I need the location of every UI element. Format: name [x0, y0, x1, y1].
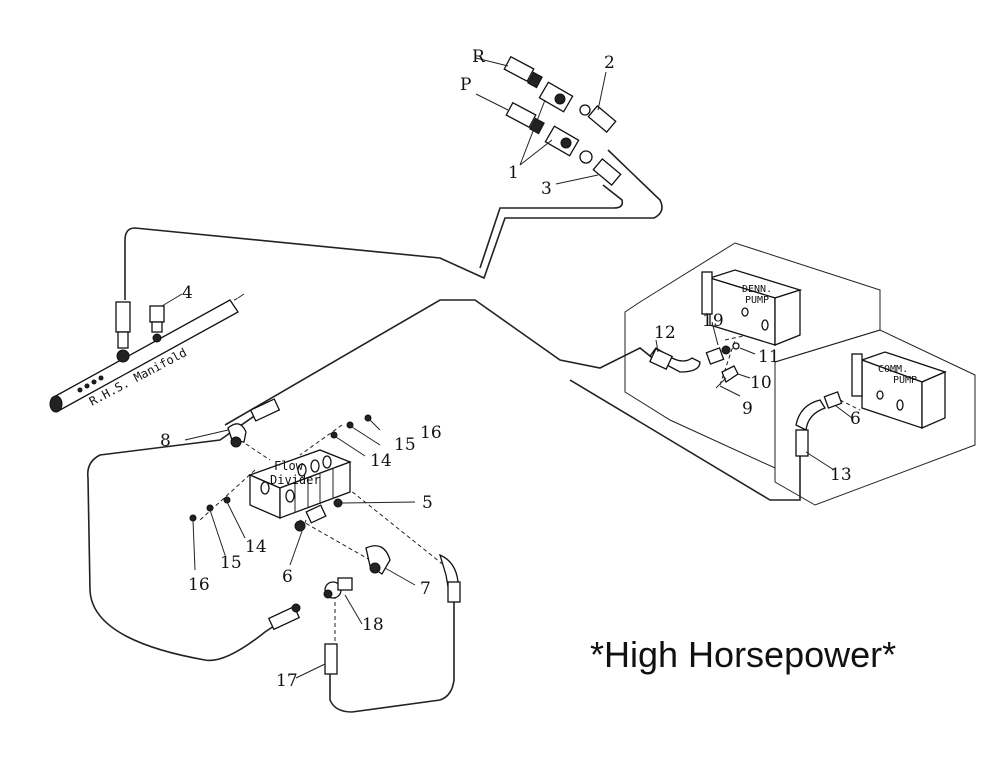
comm-pump-label-1: COMM. — [878, 364, 908, 375]
flow-divider-fittings — [184, 398, 461, 679]
rhs-manifold — [49, 293, 245, 413]
hose-end-2 — [579, 104, 617, 133]
elbow-7 — [365, 545, 391, 575]
callout-18: 18 — [362, 615, 384, 635]
callout-r: R — [472, 47, 486, 67]
callout-2: 2 — [604, 53, 615, 73]
elbow-8 — [227, 423, 247, 448]
callout-17: 17 — [276, 671, 298, 691]
hose-end-bottom-left — [267, 603, 301, 631]
callout-14-bottom: 14 — [245, 537, 267, 557]
manifold-fitting — [115, 301, 131, 363]
fitting-19 — [705, 345, 731, 365]
elbow-13 — [795, 399, 826, 457]
callout-3: 3 — [541, 179, 552, 199]
hose-lines — [86, 149, 801, 713]
callout-6-flow: 6 — [282, 567, 293, 587]
callout-14-top: 14 — [370, 451, 392, 471]
callout-4: 4 — [182, 283, 193, 303]
callout-8: 8 — [160, 431, 171, 451]
callout-16-bottom: 16 — [188, 575, 210, 595]
flow-divider — [248, 449, 352, 519]
callout-1: 1 — [508, 163, 519, 183]
quick-coupler-1b — [544, 125, 580, 157]
elbow-12 — [649, 347, 701, 373]
pump-panel-upper — [624, 242, 881, 469]
callout-15-bottom: 15 — [220, 553, 242, 573]
elbow-right — [438, 553, 461, 603]
pump-panel-lower — [774, 329, 976, 506]
hose-end-3 — [579, 150, 622, 186]
callout-10: 10 — [750, 373, 772, 393]
flow-divider-label-2: Divider — [270, 473, 321, 487]
comm-pump-label-2: PUMP — [893, 375, 917, 386]
fitting-6-pump — [823, 391, 843, 409]
callout-5: 5 — [422, 493, 433, 513]
quick-coupler-1a — [538, 81, 574, 113]
denn-pump-label-2: PUMP — [745, 295, 769, 306]
tee-18 — [323, 577, 353, 599]
callout-7: 7 — [420, 579, 431, 599]
flow-divider-label-1: Flow — [274, 459, 304, 473]
fitting-6-flow — [305, 504, 327, 524]
cap-4 — [149, 305, 165, 343]
callouts: R P 1 2 3 4 5 6 6 7 8 9 10 11 12 13 14 1… — [160, 47, 861, 691]
comm-pump — [851, 351, 947, 429]
callout-16-top: 16 — [420, 423, 442, 443]
callout-6-pump: 6 — [850, 409, 861, 429]
diagram-title: *High Horsepower* — [590, 634, 897, 675]
callout-9: 9 — [742, 399, 753, 419]
denn-pump-label-1: DENN. — [742, 284, 772, 295]
callout-15-top: 15 — [394, 435, 416, 455]
callout-13: 13 — [830, 465, 852, 485]
denn-pump — [701, 269, 803, 346]
hose-end-17 — [324, 643, 338, 675]
r-coupler — [503, 55, 543, 89]
callout-19: 19 — [702, 311, 724, 331]
callout-11: 11 — [758, 347, 780, 367]
callout-p: P — [460, 75, 471, 95]
assembly-lines — [129, 297, 861, 650]
callout-12: 12 — [654, 323, 676, 343]
top-fittings — [475, 55, 622, 186]
